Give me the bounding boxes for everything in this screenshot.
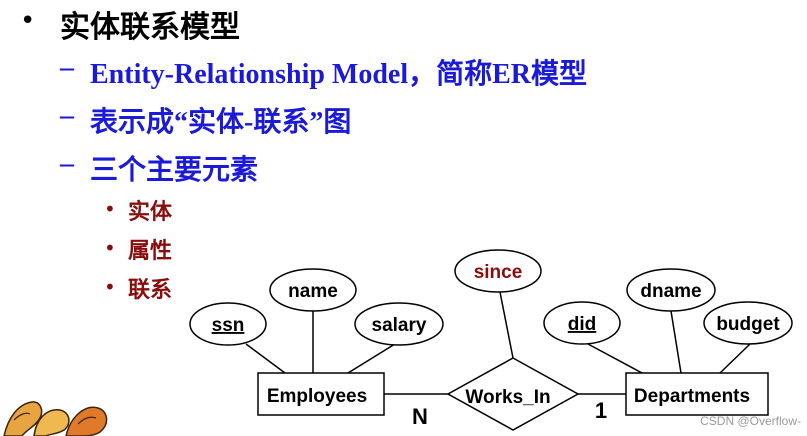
attr-since: since: [474, 262, 523, 283]
line-budget: [720, 344, 750, 373]
leaf-clipart-icon: [4, 402, 107, 436]
entity-employees: Employees: [267, 386, 367, 407]
relationship-works-in: Works_In: [465, 387, 550, 408]
line-ssn: [246, 344, 285, 373]
line-did: [588, 344, 642, 373]
entity-departments: Departments: [634, 386, 750, 407]
attr-did: did: [568, 314, 597, 335]
attr-budget: budget: [716, 314, 780, 335]
line-since: [500, 292, 513, 358]
watermark: CSDN @Overflow-: [700, 414, 801, 428]
attr-dname: dname: [640, 281, 701, 302]
attr-salary: salary: [372, 315, 427, 336]
line-dname: [671, 311, 681, 373]
cardinality-n: N: [412, 404, 428, 429]
line-salary: [348, 344, 395, 373]
attr-ssn: ssn: [212, 315, 245, 336]
attr-name: name: [288, 281, 338, 302]
cardinality-1: 1: [595, 398, 607, 423]
